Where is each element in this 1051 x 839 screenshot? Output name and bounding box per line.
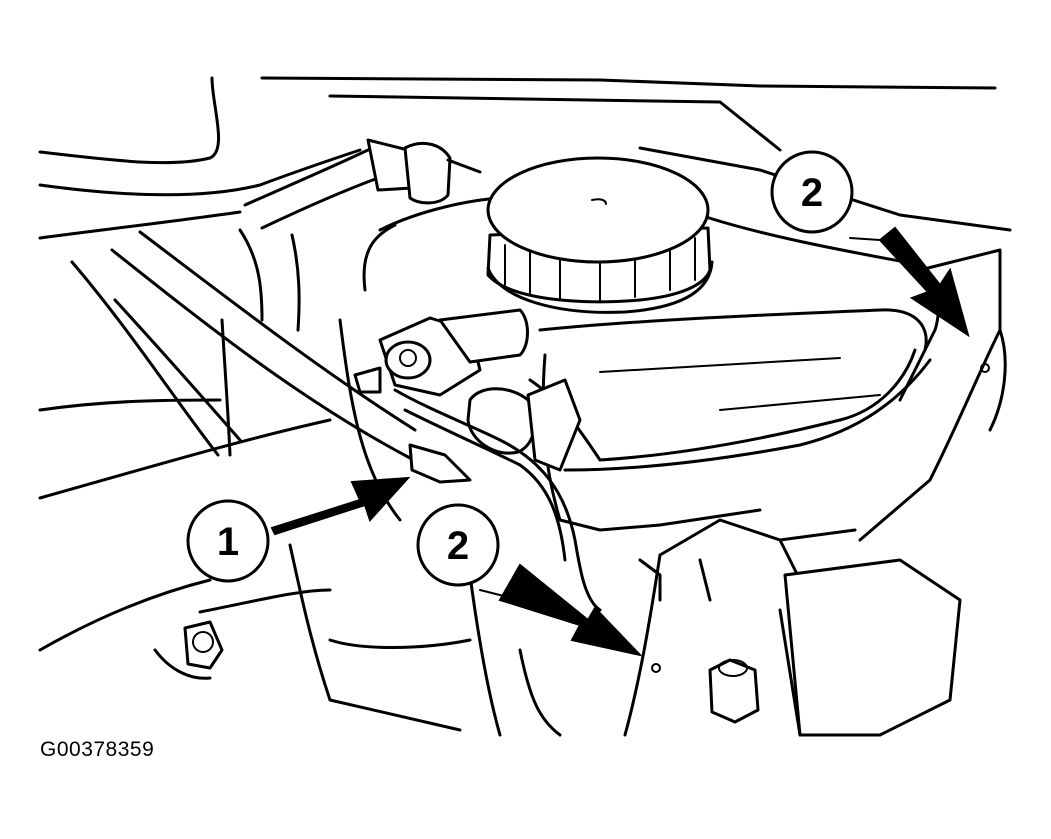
upper-hose	[243, 138, 482, 230]
arrow-2a	[878, 226, 970, 338]
level-sensor-connector	[353, 308, 582, 472]
figure-code: G00378359	[40, 738, 155, 761]
wiring-harness	[110, 230, 602, 612]
callout-2b: 2	[416, 503, 500, 587]
callout-2a-label: 2	[801, 171, 823, 215]
pointer-arrows	[270, 226, 970, 657]
callout-2b-label: 2	[447, 524, 469, 568]
callout-2a: 2	[770, 150, 854, 234]
arrow-1	[270, 476, 411, 536]
callout-1-label: 1	[217, 520, 239, 564]
lower-housing	[153, 248, 1007, 737]
arrow-2b	[498, 563, 643, 657]
reservoir-cap	[486, 156, 714, 314]
callout-1: 1	[186, 499, 270, 583]
